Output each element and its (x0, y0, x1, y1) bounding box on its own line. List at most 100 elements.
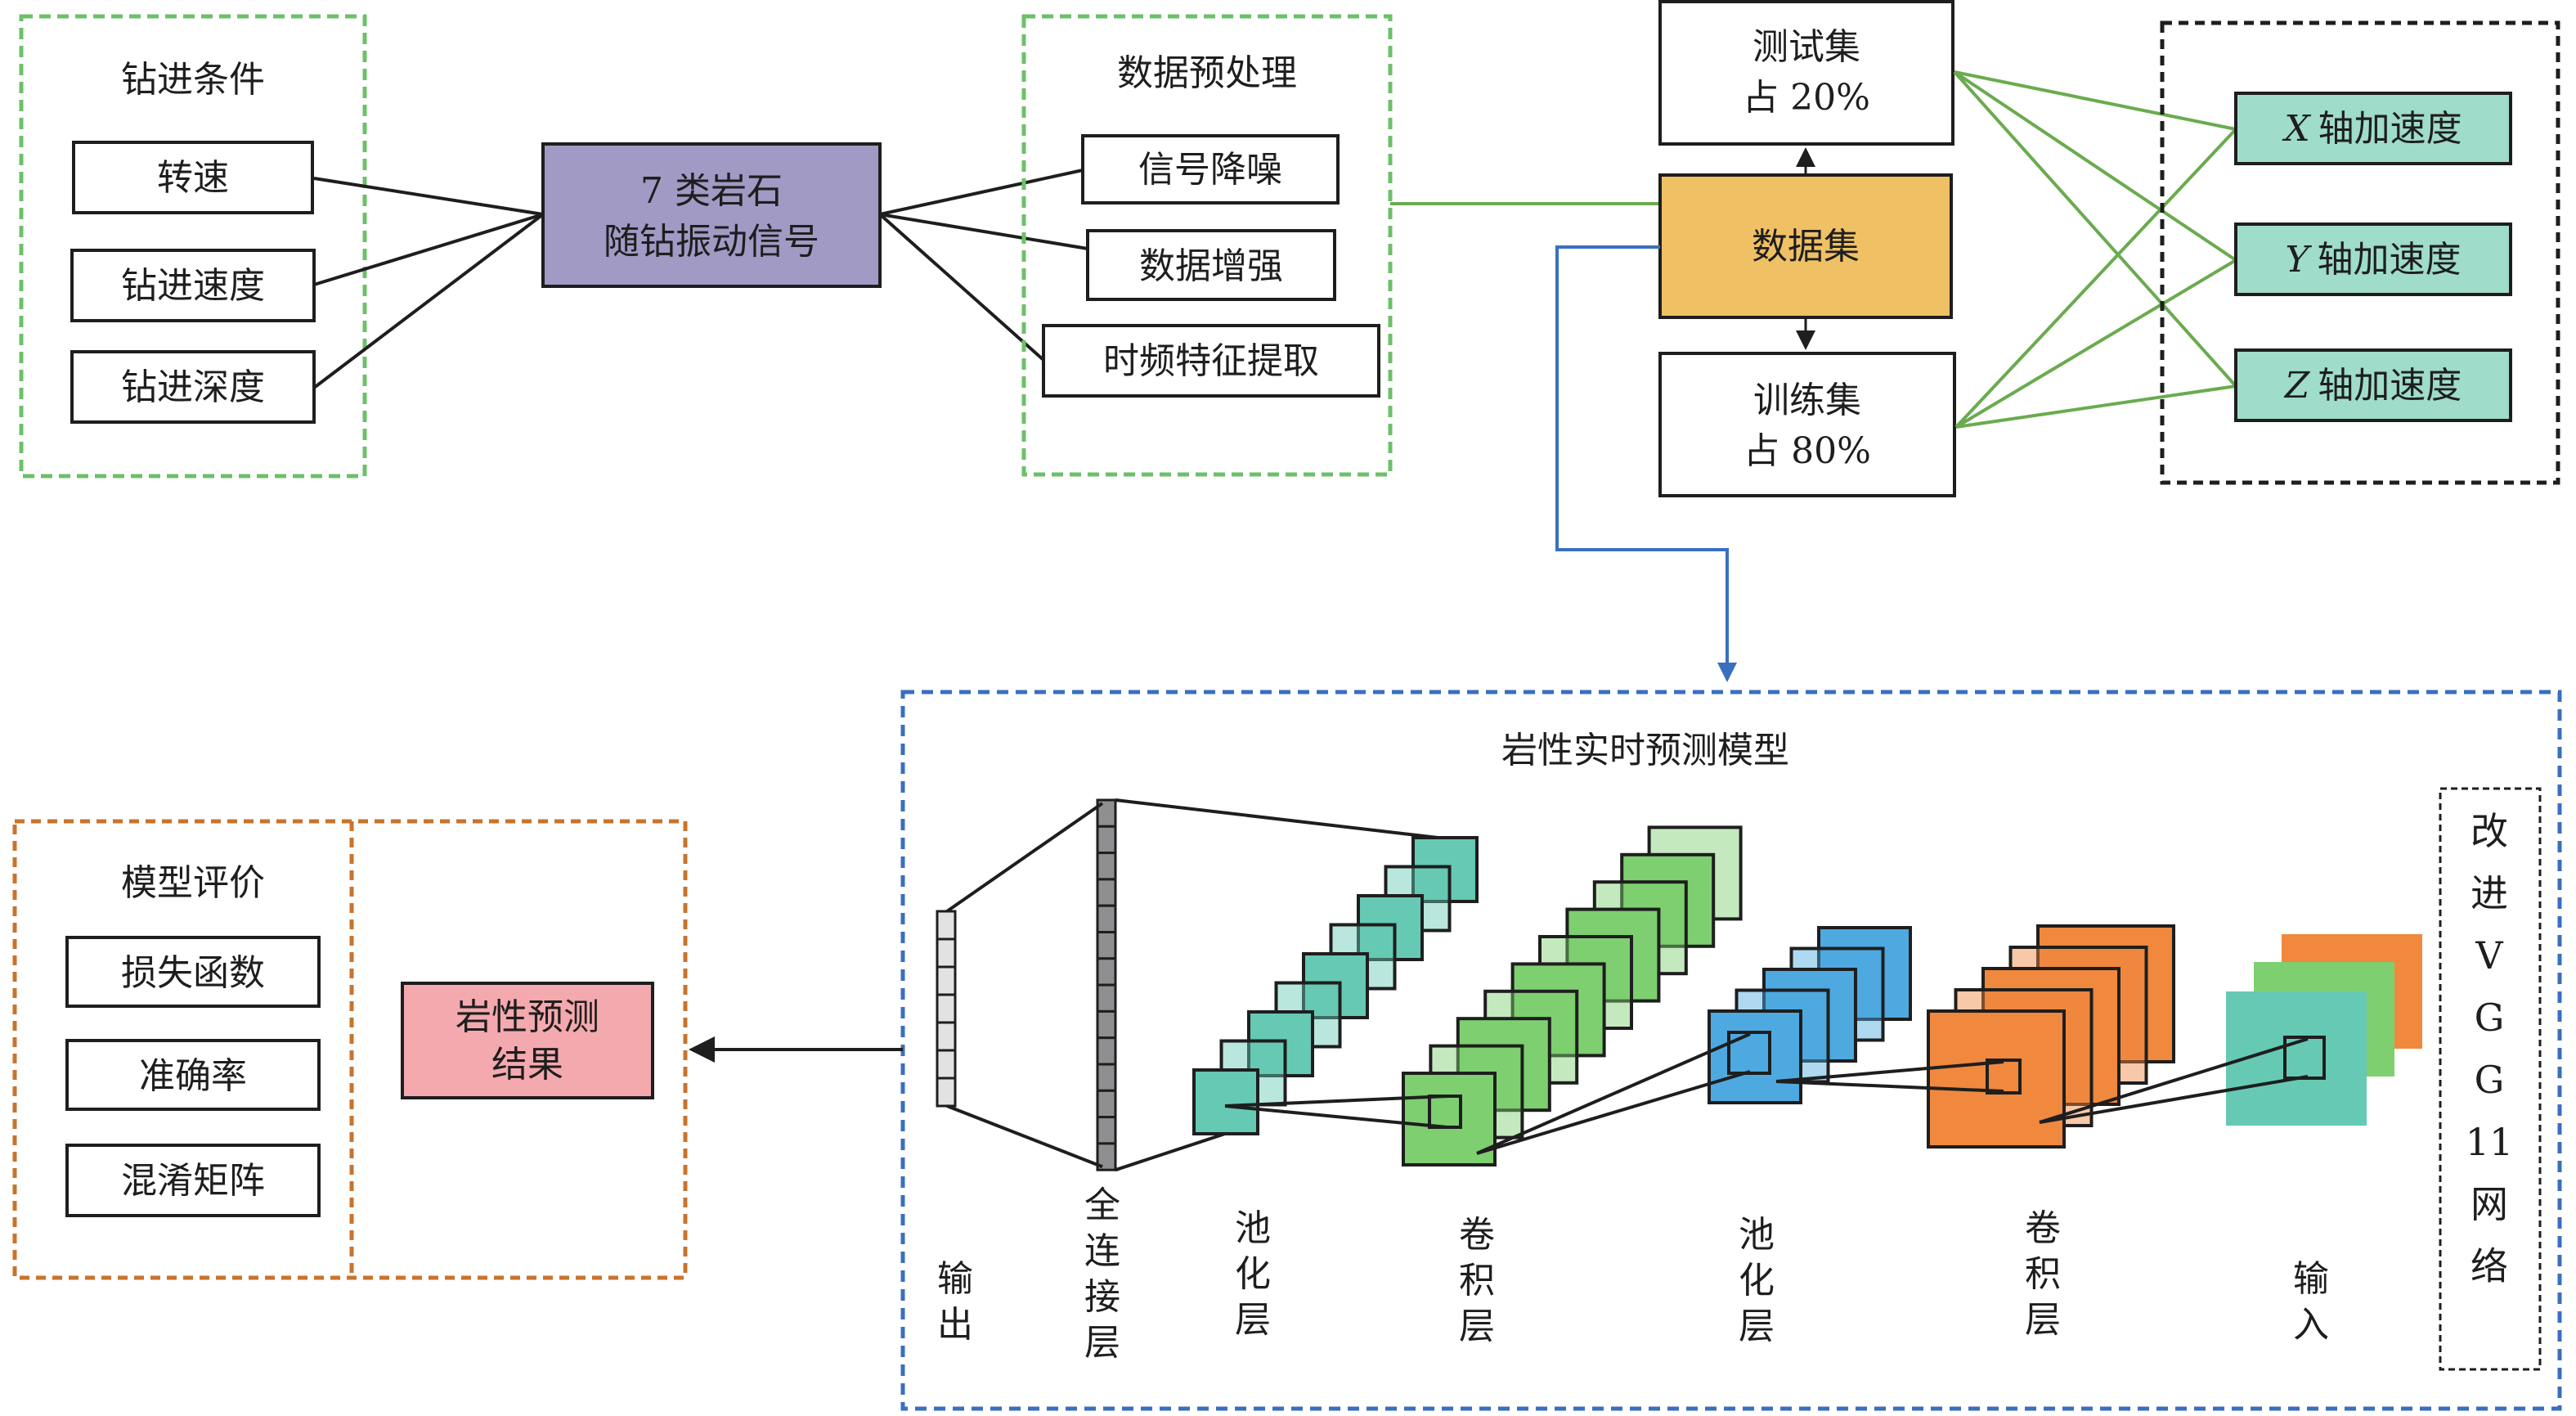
fc-cell (1096, 852, 1117, 881)
link-dataset-to-model (1555, 245, 1737, 682)
layer-label-char: 层 (1235, 1299, 1271, 1341)
axis-var: Z (2283, 365, 2311, 407)
connector-line (1476, 1070, 1751, 1155)
layer-label-char: 池 (1739, 1214, 1775, 1256)
feature-map (1357, 894, 1424, 961)
condition-box-drilling-depth[interactable]: 钻进深度 (70, 350, 316, 424)
evaluation-label: 混淆矩阵 (121, 1160, 265, 1202)
vgg11-label-char: 进 (2471, 871, 2508, 915)
axis-var: Y (2285, 239, 2312, 281)
axis-label: 轴加速度 (2318, 239, 2462, 281)
feature-map (1247, 1010, 1314, 1077)
layer-label-char: 化 (1739, 1260, 1775, 1301)
signal-box[interactable]: 7 类岩石 随钻振动信号 (541, 142, 882, 288)
fc-cell (1096, 1036, 1117, 1066)
layer-label-conv1: 卷积层 (2025, 1207, 2061, 1341)
signal-label-line2: 随钻振动信号 (604, 221, 819, 263)
dataset-box[interactable]: 数据集 (1658, 173, 1953, 319)
condition-label: 转速 (157, 157, 229, 199)
condition-label: 钻进速度 (121, 265, 265, 307)
feature-map (1192, 1068, 1259, 1135)
condition-box-rotation-speed[interactable]: 转速 (72, 141, 314, 214)
layer-label-char: 卷 (1459, 1214, 1495, 1256)
pooling-layer-1 (1708, 926, 1912, 1104)
evaluation-label: 损失函数 (121, 952, 265, 994)
train-set-box[interactable]: 训练集 占 80% (1658, 352, 1956, 497)
pooling-layer-2 (1192, 836, 1479, 1135)
axes-frame (2160, 20, 2560, 485)
preprocessing-title: 数据预处理 (1117, 52, 1297, 94)
condition-box-drilling-speed[interactable]: 钻进速度 (70, 249, 316, 322)
fc-cell (1096, 1063, 1117, 1092)
layer-label-char: 池 (1235, 1207, 1271, 1249)
vgg11-label-char: 改 (2471, 809, 2508, 853)
layer-label-char: 积 (1459, 1260, 1495, 1301)
layer-label-char: 接 (1084, 1276, 1120, 1318)
preprocessing-label: 信号降噪 (1138, 149, 1282, 191)
preprocessing-box-augmentation[interactable]: 数据增强 (1086, 229, 1336, 301)
preprocessing-box-denoise[interactable]: 信号降噪 (1081, 134, 1340, 205)
connector-line (946, 1104, 1103, 1169)
dataset-label: 数据集 (1752, 226, 1860, 267)
input-layer (2226, 934, 2422, 1126)
layer-label-char: 层 (1739, 1306, 1775, 1347)
output-cell (936, 1049, 957, 1080)
test-set-line2: 占 20% (1743, 77, 1870, 119)
vgg11-label-char: 11 (2466, 1120, 2514, 1164)
evaluation-group: 模型评价 损失函数 准确率 混淆矩阵 岩性预测 结果 (12, 819, 688, 1280)
test-set-box[interactable]: 测试集 占 20% (1658, 0, 1954, 146)
cnn-network (936, 798, 2422, 1172)
fc-cell (1096, 1089, 1117, 1119)
connector-line (1115, 1132, 1226, 1172)
connector-line (1224, 1104, 1448, 1129)
connector-line (2039, 1075, 2309, 1124)
evaluation-title: 模型评价 (121, 862, 265, 904)
evaluation-label: 准确率 (139, 1055, 247, 1097)
vgg11-label-char: 网 (2471, 1182, 2508, 1226)
evaluation-box-confusion-matrix[interactable]: 混淆矩阵 (65, 1144, 321, 1217)
layer-label-char: 层 (2025, 1299, 2061, 1341)
fc-cell (1096, 825, 1117, 855)
preprocessing-label: 时频特征提取 (1103, 340, 1319, 382)
connectors-sets-to-axes (1953, 70, 2237, 429)
evaluation-box-loss[interactable]: 损失函数 (65, 936, 321, 1008)
fc-cell (1096, 1142, 1117, 1171)
layer-label-pool1: 池化层 (1739, 1214, 1775, 1347)
fully-connected-layer (1096, 798, 1117, 1171)
drilling-conditions-frame (19, 14, 367, 479)
result-box[interactable]: 岩性预测 结果 (401, 982, 654, 1099)
connector-line (1476, 1032, 1751, 1155)
fc-cell (1096, 1116, 1117, 1145)
preprocessing-label: 数据增强 (1139, 245, 1283, 287)
feature-map (1927, 1009, 2066, 1149)
connector-line (2039, 1037, 2309, 1124)
layer-label-conv2: 卷积层 (1459, 1214, 1495, 1347)
output-layer (936, 910, 957, 1108)
evaluation-box-accuracy[interactable]: 准确率 (65, 1039, 321, 1111)
axis-label: 轴加速度 (2318, 365, 2462, 407)
signal-label-line1: 7 类岩石 (640, 170, 783, 212)
layer-label-char: 出 (937, 1304, 973, 1346)
fc-cell (1096, 983, 1117, 1013)
connector-line (1775, 1060, 2004, 1083)
output-cell (936, 965, 957, 996)
layer-label-char: 全 (1084, 1184, 1120, 1226)
model-title: 岩性实时预测模型 (1501, 730, 1789, 771)
axis-var: X (2282, 108, 2311, 150)
preprocessing-group: 数据预处理 信号降噪 数据增强 时频特征提取 (1021, 14, 1393, 477)
fc-cell (1096, 1009, 1117, 1040)
preprocessing-box-feature-extraction[interactable]: 时频特征提取 (1042, 324, 1380, 398)
condition-label: 钻进深度 (121, 366, 265, 408)
vgg11-label-char: V (2475, 933, 2503, 978)
